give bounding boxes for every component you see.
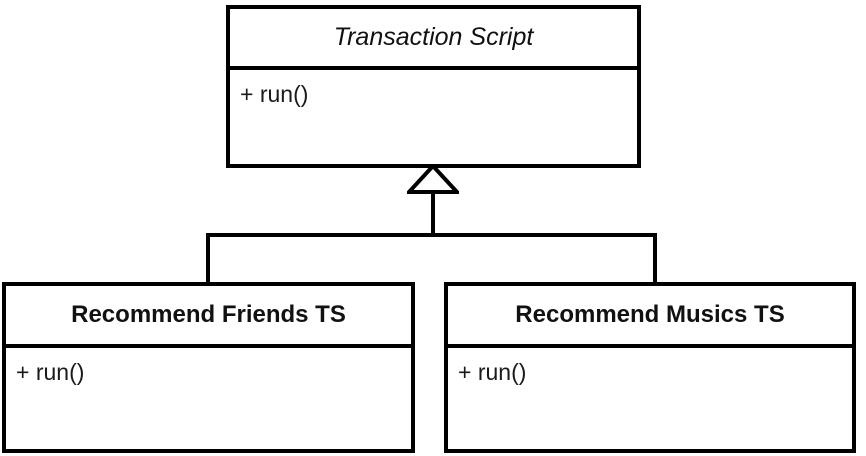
uml-members-recommend-musics-ts: + run() xyxy=(448,348,852,449)
uml-class-title-recommend-friends-ts: Recommend Friends TS xyxy=(6,286,411,348)
uml-member-run: + run() xyxy=(240,81,309,107)
connector-drop-left xyxy=(206,233,210,284)
connector-drop-right xyxy=(653,233,657,284)
connector-stem xyxy=(431,190,435,237)
uml-member-run: + run() xyxy=(16,359,85,385)
uml-class-recommend-friends-ts[interactable]: Recommend Friends TS + run() xyxy=(2,282,415,453)
uml-class-title-transaction-script: Transaction Script xyxy=(230,9,637,70)
uml-member-run: + run() xyxy=(458,359,527,385)
uml-class-recommend-musics-ts[interactable]: Recommend Musics TS + run() xyxy=(444,282,856,453)
uml-members-recommend-friends-ts: + run() xyxy=(6,348,411,449)
connector-trunk xyxy=(206,233,657,237)
uml-class-transaction-script[interactable]: Transaction Script + run() xyxy=(226,5,641,168)
uml-class-title-recommend-musics-ts: Recommend Musics TS xyxy=(448,286,852,348)
uml-members-transaction-script: + run() xyxy=(230,70,637,164)
